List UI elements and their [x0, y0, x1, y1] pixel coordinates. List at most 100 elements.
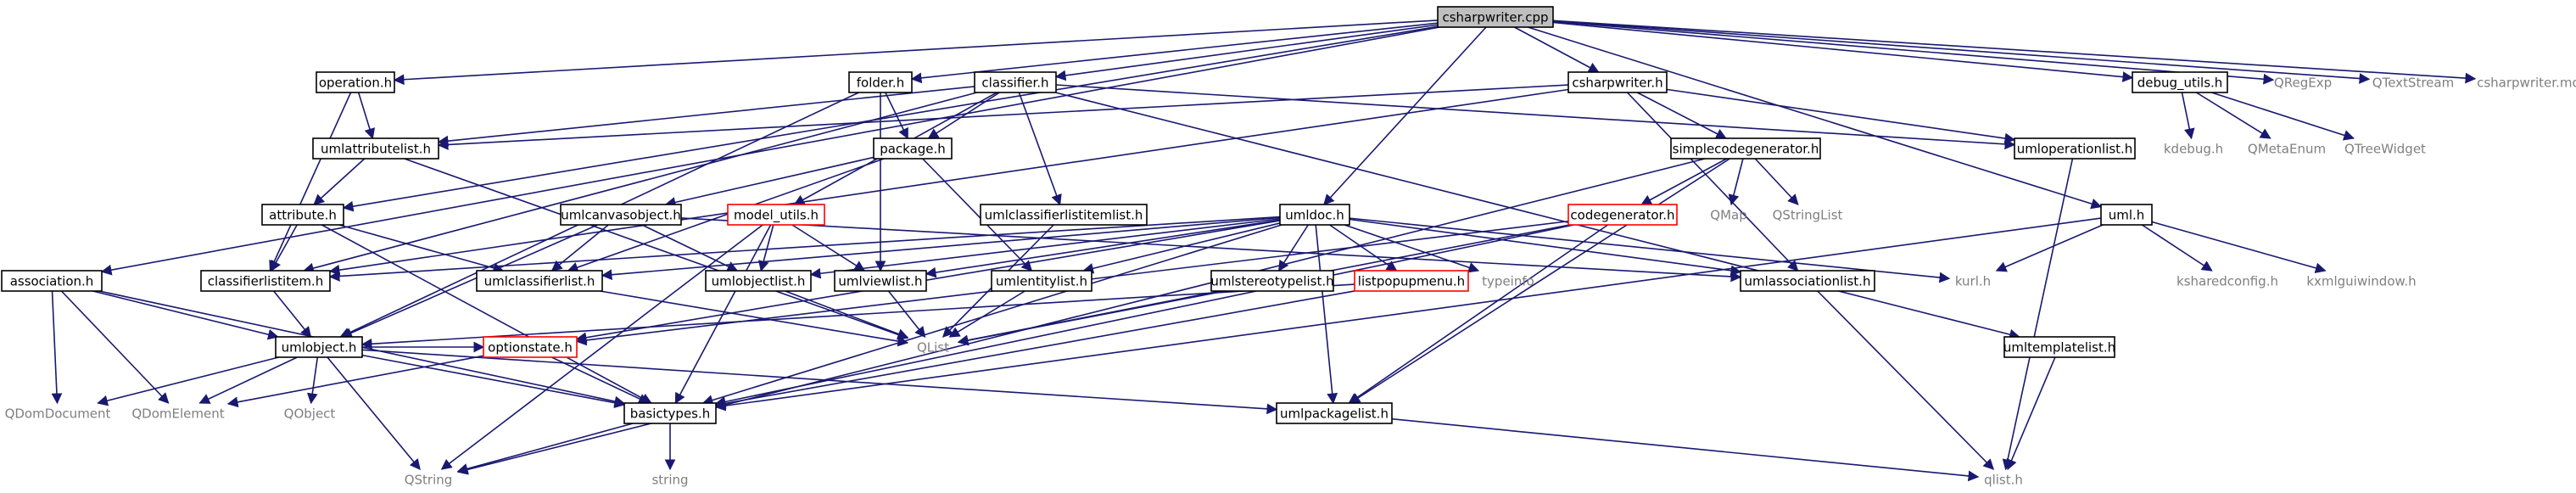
node-QStringList[interactable]: QStringList	[1773, 208, 1843, 223]
node-label: QStringList	[1773, 208, 1843, 223]
node-label: csharpwriter.moc	[2477, 76, 2576, 91]
node-QDomDocument[interactable]: QDomDocument	[5, 406, 111, 422]
edge-codegenerator_h-to-umlpackagelist_h	[1348, 224, 1609, 404]
node-classifierlistitem-h[interactable]: classifierlistitem.h	[200, 270, 331, 292]
node-umltemplatelist-h[interactable]: umltemplatelist.h	[2003, 336, 2115, 358]
edge-listpopupmenu_h-to-umlobject_h	[360, 283, 1355, 350]
node-umlstereotypelist-h[interactable]: umlstereotypelist.h	[1210, 270, 1334, 292]
node-label: simplecodegenerator.h	[1673, 142, 1819, 157]
node-QObject[interactable]: QObject	[284, 406, 336, 422]
edge-umlobject_h-to-QObject	[306, 356, 319, 405]
edge-optionstate_h-to-QDomElement	[226, 355, 484, 408]
node-codegenerator-h[interactable]: codegenerator.h	[1567, 204, 1678, 226]
edge-umlobject_h-to-umlpackagelist_h	[361, 349, 1278, 415]
edge-umlviewlist_h-to-QList	[887, 290, 926, 339]
node-umlobject-h[interactable]: umlobject.h	[275, 336, 363, 358]
node-label: umldoc.h	[1285, 208, 1344, 223]
edge-umlentitylist_h-to-QList	[948, 290, 1025, 338]
node-simplecodegenerator-h[interactable]: simplecodegenerator.h	[1670, 137, 1821, 160]
edge-operation_h-to-classifierlistitem_h	[269, 92, 352, 272]
node-attribute-h[interactable]: attribute.h	[261, 204, 344, 226]
node-umlcanvasobject-h[interactable]: umlcanvasobject.h	[560, 204, 682, 226]
node-QList[interactable]: QList	[917, 340, 949, 356]
edge-attribute_h-to-classifierlistitem_h	[271, 224, 298, 272]
node-umldoc-h[interactable]: umldoc.h	[1279, 204, 1350, 226]
node-umlentitylist-h[interactable]: umlentitylist.h	[991, 270, 1092, 292]
edge-classifier_h-to-package_h	[927, 92, 1000, 139]
node-optionstate-h[interactable]: optionstate.h	[483, 336, 578, 358]
edge-classifier_h-to-umltemplatelist_h	[1055, 92, 2020, 340]
node-QString[interactable]: QString	[405, 473, 453, 488]
node-label: package.h	[880, 142, 946, 157]
node-label: classifierlistitem.h	[208, 274, 323, 289]
node-csharpwriter-h[interactable]: csharpwriter.h	[1567, 71, 1668, 93]
node-basictypes-h[interactable]: basictypes.h	[623, 402, 717, 424]
node-label: QRegExp	[2274, 76, 2332, 91]
node-umlobjectlist-h[interactable]: umlobjectlist.h	[705, 270, 812, 292]
node-umlclassifierlistitemlist-h[interactable]: umlclassifierlistitemlist.h	[980, 204, 1148, 226]
node-listpopupmenu-h[interactable]: listpopupmenu.h	[1354, 270, 1469, 292]
node-QMetaEnum[interactable]: QMetaEnum	[2248, 142, 2326, 157]
node-umlviewlist-h[interactable]: umlviewlist.h	[834, 270, 927, 292]
node-label: model_utils.h	[734, 208, 819, 224]
node-box	[1276, 402, 1393, 424]
node-csharpwriter-cpp[interactable]: csharpwriter.cpp	[1437, 6, 1554, 28]
node-label: string	[651, 473, 688, 488]
node-debug-utils-h[interactable]: debug_utils.h	[2132, 71, 2228, 93]
node-kdebug-h[interactable]: kdebug.h	[2164, 142, 2223, 157]
edge-umlobjectlist_h-to-QList	[785, 290, 909, 339]
node-package-h[interactable]: package.h	[873, 137, 953, 160]
edge-csharpwriter_cpp-to-classifier_h	[1054, 24, 1439, 81]
node-box	[991, 270, 1092, 292]
node-label: umlobjectlist.h	[712, 274, 806, 289]
node-label: ksharedconfig.h	[2176, 274, 2278, 289]
node-umlassociationlist-h[interactable]: umlassociationlist.h	[1740, 270, 1875, 292]
node-QTextStream[interactable]: QTextStream	[2372, 76, 2454, 91]
node-classifier-h[interactable]: classifier.h	[974, 71, 1057, 93]
edge-csharpwriter_cpp-to-QRegExp	[1552, 20, 2275, 85]
node-box	[1567, 204, 1678, 226]
edge-umlstereotypelist_h-to-QList	[957, 290, 1221, 346]
edge-csharpwriter_cpp-to-folder_h	[910, 22, 1439, 84]
node-label: umlassociationlist.h	[1745, 274, 1871, 289]
node-qlist-h[interactable]: qlist.h	[1984, 473, 2023, 488]
node-uml-h[interactable]: uml.h	[2100, 204, 2153, 226]
node-box	[705, 270, 812, 292]
node-folder-h[interactable]: folder.h	[848, 71, 913, 93]
edge-csharpwriter_h-to-umloperationlist_h	[1666, 88, 2016, 144]
node-QDomElement[interactable]: QDomElement	[131, 406, 224, 422]
edge-umldoc_h-to-umlpackagelist_h	[1315, 224, 1338, 405]
node-typeinfo[interactable]: typeinfo	[1482, 274, 1534, 289]
node-umlpackagelist-h[interactable]: umlpackagelist.h	[1276, 402, 1393, 424]
node-umlclassifierlist-h[interactable]: umlclassifierlist.h	[476, 270, 603, 292]
edge-umlattributelist_h-to-attribute_h	[313, 158, 366, 205]
edge-folder_h-to-package_h	[885, 92, 908, 140]
node-string[interactable]: string	[651, 473, 688, 488]
edge-umldoc_h-to-optionstate_h	[575, 220, 1281, 344]
node-QRegExp[interactable]: QRegExp	[2274, 76, 2332, 91]
node-QTreeWidget[interactable]: QTreeWidget	[2344, 142, 2426, 157]
edge-csharpwriter_h-to-classifierlistitem_h	[328, 88, 1569, 276]
node-QMap[interactable]: QMap	[1710, 208, 1746, 223]
node-kxmlguiwindow-h[interactable]: kxmlguiwindow.h	[2306, 274, 2416, 289]
node-association-h[interactable]: association.h	[1, 270, 103, 292]
node-label: QTextStream	[2372, 76, 2454, 91]
node-kurl-h[interactable]: kurl.h	[1955, 274, 1991, 289]
edge-csharpwriter_cpp-to-umldoc_h	[1323, 26, 1487, 205]
node-umloperationlist-h[interactable]: umloperationlist.h	[2014, 137, 2136, 160]
node-csharpwriter-moc[interactable]: csharpwriter.moc	[2477, 76, 2576, 91]
node-ksharedconfig-h[interactable]: ksharedconfig.h	[2176, 274, 2278, 289]
node-umlattributelist-h[interactable]: umlattributelist.h	[312, 137, 439, 160]
edge-umlattributelist_h-to-QList	[404, 158, 909, 340]
node-model-utils-h[interactable]: model_utils.h	[727, 204, 825, 226]
edge-classifierlistitem_h-to-umlobject_h	[273, 290, 312, 338]
edge-umlpackagelist_h-to-qlist_h	[1391, 417, 1980, 482]
edge-umlclassifierlist_h-to-QList	[600, 290, 909, 347]
edge-csharpwriter_cpp-to-QTextStream	[1552, 20, 2371, 84]
node-box	[1567, 71, 1668, 93]
node-box	[980, 204, 1148, 226]
node-operation-h[interactable]: operation.h	[316, 71, 395, 93]
edge-csharpwriter_cpp-to-operation_h	[393, 20, 1439, 86]
node-box	[316, 71, 395, 93]
